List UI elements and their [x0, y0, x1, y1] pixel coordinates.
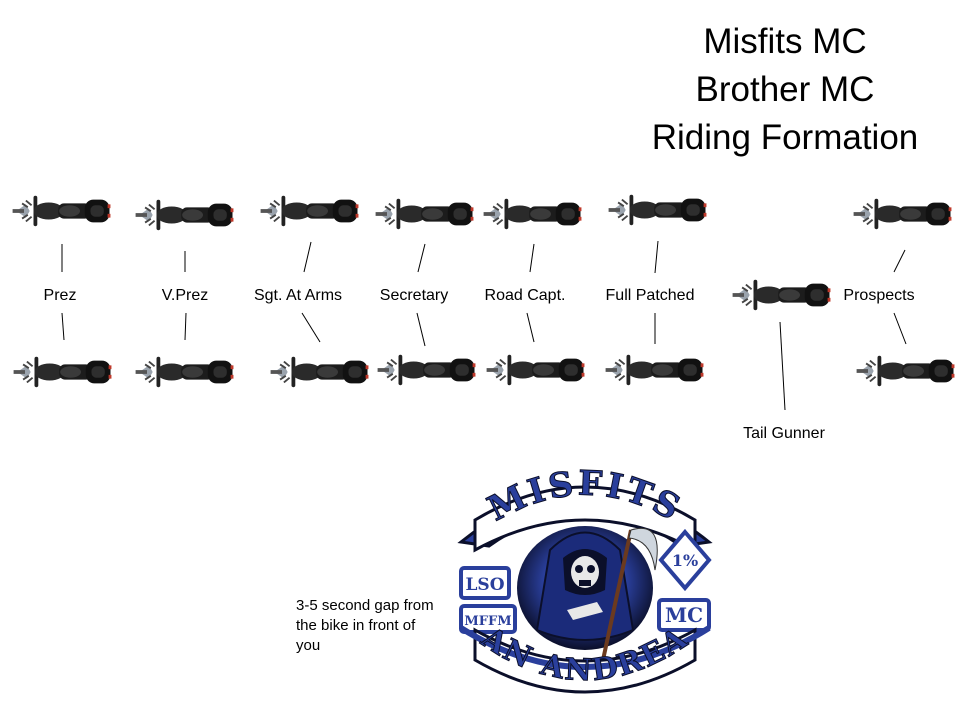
- right-top-tab-text: 1%: [672, 551, 698, 570]
- label-prospects: Prospects: [843, 287, 915, 304]
- label-full-patched: Full Patched: [605, 287, 695, 304]
- bike-road-capt-bottom: [485, 353, 586, 387]
- bike-secretary-bottom: [376, 353, 477, 387]
- right-bottom-tab-text: MC: [665, 603, 703, 627]
- label-road-capt: Road Capt.: [484, 287, 566, 304]
- leader-road-capt-top: [529, 243, 535, 273]
- gap-note: 3-5 second gap from the bike in front of…: [296, 597, 434, 654]
- leader-prospects-top: [893, 249, 906, 273]
- bike-prospects-bottom: [855, 354, 956, 388]
- bike-secretary-top: [374, 197, 475, 231]
- diagram-title: Misfits MC Brother MC Riding Formation: [620, 18, 950, 162]
- leader-sgt-top: [303, 241, 312, 273]
- club-patch-logo: MISFITS LSO MFFM 1% MC SAN ANDREAS: [455, 460, 713, 694]
- label-vprez: V.Prez: [161, 287, 209, 304]
- bike-prez-bottom: [12, 355, 113, 389]
- bike-full-patched-top: [607, 193, 708, 227]
- title-line-3: Riding Formation: [651, 118, 919, 157]
- leader-tail-gunner: [779, 321, 786, 411]
- label-secretary: Secretary: [379, 287, 449, 304]
- bike-full-patched-bottom: [604, 353, 705, 387]
- label-prez: Prez: [43, 287, 77, 304]
- bike-vprez-top: [134, 198, 235, 232]
- bike-sgt-at-arms-top: [259, 194, 360, 228]
- leader-prospects-bottom: [893, 312, 907, 345]
- bike-tail-gunner: [731, 278, 832, 312]
- bike-vprez-bottom: [134, 355, 235, 389]
- left-top-tab-text: LSO: [465, 575, 504, 595]
- leader-secretary-bottom: [416, 312, 426, 347]
- leader-vprez-bottom: [184, 312, 187, 341]
- title-line-2: Brother MC: [695, 70, 875, 109]
- leader-road-capt-bottom: [526, 312, 535, 343]
- leader-prez-bottom: [61, 312, 65, 341]
- leader-secretary-top: [417, 243, 426, 273]
- bike-prospects-top: [852, 197, 953, 231]
- leader-sgt-bottom: [301, 312, 321, 343]
- label-tail-gunner: Tail Gunner: [743, 425, 825, 442]
- bike-road-capt-top: [482, 197, 583, 231]
- label-sgt-at-arms: Sgt. At Arms: [253, 287, 343, 304]
- leader-full-patched-top: [654, 240, 659, 274]
- bike-prez-top: [11, 194, 112, 228]
- bike-sgt-at-arms-bottom: [269, 355, 370, 389]
- left-bottom-tab-text: MFFM: [464, 614, 511, 629]
- title-line-1: Misfits MC: [703, 22, 867, 61]
